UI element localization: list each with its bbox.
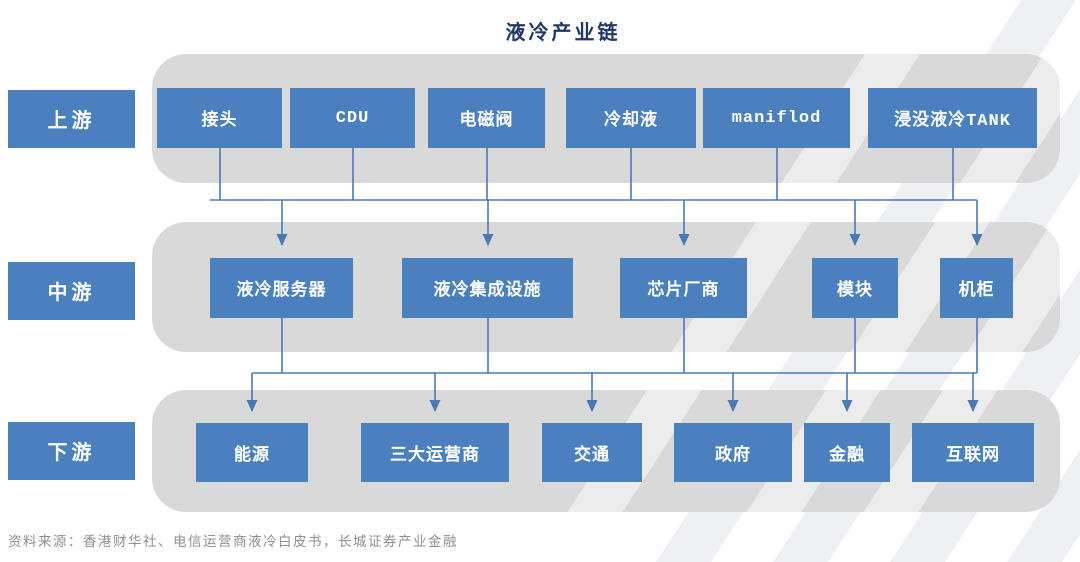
node-energy: 能源 [196, 423, 308, 482]
node-manifold: maniflod [703, 88, 850, 148]
row-label-midstream: 中游 [8, 262, 135, 320]
node-immersion-tank: 浸没液冷TANK [868, 88, 1037, 148]
node-connector-fitting: 接头 [157, 88, 282, 148]
row-label-upstream: 上游 [8, 90, 135, 148]
node-liquid-cooling-server: 液冷服务器 [210, 258, 353, 318]
node-coolant: 冷却液 [566, 88, 696, 148]
source-note: 资料来源：香港财华社、电信运营商液冷白皮书，长城证券产业金融 [8, 534, 458, 549]
node-module: 模块 [812, 258, 898, 318]
node-transportation: 交通 [542, 423, 642, 482]
row-label-downstream: 下游 [8, 422, 135, 480]
node-chip-manufacturer: 芯片厂商 [620, 258, 747, 318]
node-cabinet: 机柜 [940, 258, 1013, 318]
node-solenoid-valve: 电磁阀 [428, 88, 545, 148]
node-integration-facility: 液冷集成设施 [402, 258, 573, 318]
node-cdu: CDU [290, 88, 415, 148]
diagram-title: 液冷产业链 [505, 22, 621, 44]
node-finance: 金融 [804, 423, 890, 482]
node-three-operators: 三大运营商 [361, 423, 509, 482]
node-government: 政府 [674, 423, 792, 482]
node-internet: 互联网 [912, 423, 1034, 482]
